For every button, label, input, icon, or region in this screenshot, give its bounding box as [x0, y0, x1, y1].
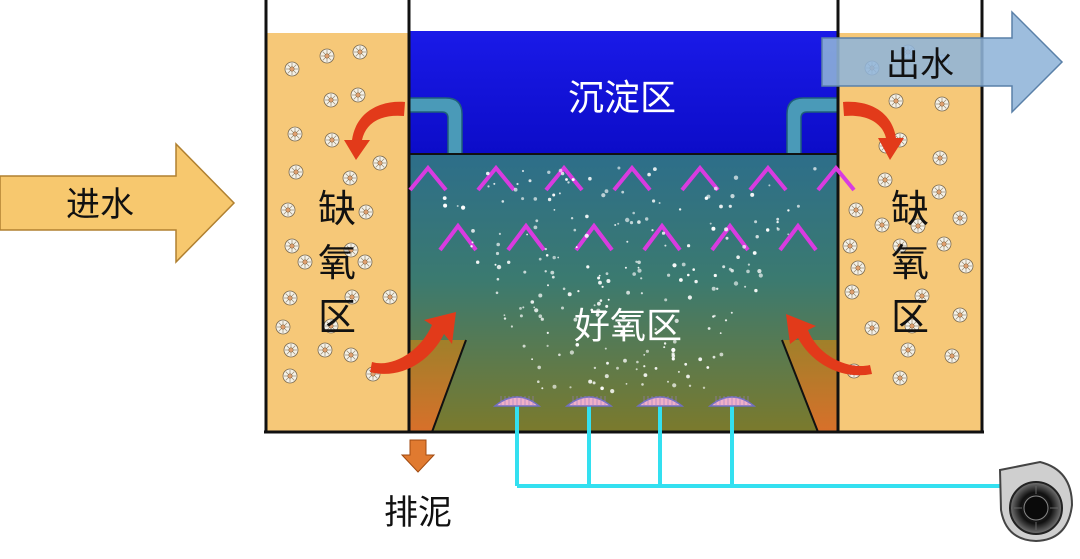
biofilm-carrier-icon — [952, 307, 968, 323]
biofilm-carrier-icon — [844, 284, 860, 300]
biofilm-carrier-icon — [282, 368, 298, 384]
biofilm-carrier-icon — [944, 348, 960, 364]
anoxic-label-right: 缺 氧 区 — [891, 187, 929, 339]
chevron-baffle-icon — [408, 164, 856, 252]
inflow-label: 进水 — [66, 185, 134, 225]
biofilm-carrier-icon — [317, 342, 333, 358]
air-bubbles — [442, 166, 817, 394]
anoxic-zone-right — [838, 33, 982, 432]
sludge-arrow-icon — [400, 439, 436, 473]
biofilm-carrier-icon — [350, 87, 366, 103]
biofilm-carrier-icon — [283, 342, 299, 358]
settling-zone-label: 沉淀区 — [568, 78, 676, 119]
biofilm-carrier-icon — [936, 236, 952, 252]
biofilm-carrier-icon — [864, 320, 880, 336]
biofilm-carrier-icon — [382, 289, 398, 305]
biofilm-carrier-icon — [357, 254, 373, 270]
biofilm-carrier-icon — [280, 202, 296, 218]
biofilm-carrier-icon — [888, 93, 904, 109]
biofilm-carrier-icon — [842, 238, 858, 254]
biofilm-carrier-icon — [958, 258, 974, 274]
biofilm-carrier-icon — [275, 319, 291, 335]
svg-text:区: 区 — [318, 295, 356, 339]
aerobic-zone — [409, 154, 838, 432]
biofilm-carrier-icon — [952, 210, 968, 226]
biofilm-carrier-icon — [297, 254, 313, 270]
curved-flow-arrow-icon — [344, 101, 904, 376]
svg-text:氧: 氧 — [891, 241, 929, 285]
biofilm-carrier-icon — [931, 184, 947, 200]
biofilm-carrier-icon — [288, 164, 304, 180]
biofilm-carrier-icon — [324, 132, 340, 148]
settling-zone — [409, 31, 838, 154]
outflow-arrow-icon — [821, 10, 1064, 114]
aerobic-zone-label: 好氧区 — [574, 306, 682, 347]
biofilm-carrier-icon — [934, 96, 950, 112]
biofilm-carrier-icon — [284, 61, 300, 77]
svg-text:区: 区 — [891, 295, 929, 339]
blower-fan-icon — [998, 460, 1074, 543]
inflow-arrow-icon — [0, 142, 236, 264]
anoxic-label-left: 缺 氧 区 — [318, 187, 356, 339]
outflow-label: 出水 — [886, 45, 954, 85]
biofilm-carrier-icon — [343, 347, 359, 363]
biofilm-carrier-icon — [932, 150, 948, 166]
biofilm-carrier-icon — [282, 290, 298, 306]
biofilm-carrier-icon — [358, 204, 374, 220]
biofilm-carrier-icon — [900, 342, 916, 358]
biofilm-carrier-icon — [287, 126, 303, 142]
biofilm-carrier-icon — [352, 44, 368, 60]
svg-text:缺: 缺 — [318, 187, 356, 231]
biofilm-carrier-icon — [284, 238, 300, 254]
biofilm-carrier-icon — [323, 92, 339, 108]
air-diffuser-icon — [492, 396, 757, 407]
sludge-hopper-left — [409, 340, 466, 432]
biofilm-carrier-icon — [372, 155, 388, 171]
svg-text:缺: 缺 — [891, 187, 929, 231]
sludge-discharge-label: 排泥 — [384, 493, 452, 533]
biofilm-carrier-icon — [877, 172, 893, 188]
biofilm-carrier-icon — [892, 370, 908, 386]
biofilm-carrier-icon — [319, 48, 335, 64]
biofilm-carrier-icon — [850, 260, 866, 276]
biofilm-carrier-icon — [848, 202, 864, 218]
biofilm-carrier-icon — [342, 170, 358, 186]
biofilm-carrier-icon — [874, 217, 890, 233]
air-pipe — [515, 406, 1000, 488]
svg-text:氧: 氧 — [318, 241, 356, 285]
